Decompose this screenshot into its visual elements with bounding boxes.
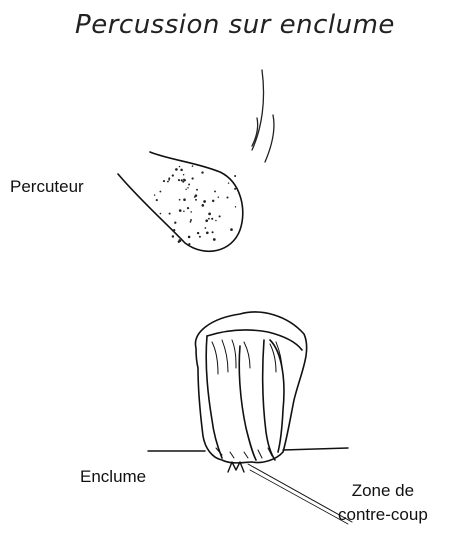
- anvil-label: Enclume: [80, 467, 146, 487]
- stipple-dot: [185, 189, 186, 190]
- stipple-dot: [179, 199, 181, 201]
- stipple-dot: [212, 231, 214, 233]
- stipple-dot: [156, 199, 158, 201]
- stipple-dot: [172, 235, 174, 237]
- stipple-dot: [187, 207, 189, 209]
- counterblow-leader-line-2: [250, 470, 348, 524]
- anvil-top-edge: [207, 330, 302, 350]
- stipple-dot: [235, 206, 236, 207]
- stipple-dot: [211, 218, 213, 220]
- anvil-ridge-1: [239, 346, 256, 460]
- stipple-dot: [163, 180, 165, 182]
- stipple-dot: [173, 229, 175, 231]
- stipple-dot: [212, 200, 214, 202]
- stipple-dot: [192, 165, 194, 167]
- stipple-dot: [190, 211, 192, 213]
- stipple-dot: [172, 174, 174, 176]
- stipple-dot: [195, 199, 197, 201]
- stipple-dot: [159, 191, 161, 193]
- stipple-dot: [175, 168, 178, 171]
- stipple-dot: [205, 227, 207, 229]
- stipple-dot: [214, 190, 216, 192]
- stipple-dot: [160, 213, 162, 215]
- stipple-dot: [195, 194, 198, 197]
- anvil-stone: [195, 312, 306, 463]
- stipple-dot: [167, 181, 169, 183]
- counterblow-zone-label-line2: contre-coup: [338, 503, 428, 527]
- anvil-flake-scar-left: [206, 336, 222, 458]
- motion-line-long: [252, 70, 264, 150]
- ground-line: [148, 448, 348, 451]
- anvil-base-detail: [216, 448, 272, 458]
- stipple-dot: [190, 219, 192, 221]
- stipple-dot: [218, 196, 220, 198]
- stipple-dot: [188, 184, 190, 186]
- stipple-dot: [208, 213, 211, 216]
- stipple-dot: [208, 218, 210, 220]
- stipple-dot: [183, 179, 185, 181]
- counterblow-marker: [228, 462, 352, 524]
- counterblow-zone-label-line1: Zone de: [338, 479, 428, 503]
- stipple-dot: [226, 196, 228, 198]
- stipple-dot: [191, 177, 193, 179]
- stipple-dot: [197, 232, 199, 234]
- stipple-dot: [183, 174, 184, 175]
- hammerstone: [118, 152, 243, 251]
- stipple-dot: [201, 171, 203, 173]
- stipple-dot: [215, 220, 217, 222]
- stipple-dot: [203, 200, 206, 203]
- stipple-dot: [230, 228, 233, 231]
- stipple-dot: [216, 170, 218, 172]
- stipple-dot: [234, 188, 236, 190]
- stipple-dot: [183, 198, 186, 201]
- stipple-dot: [154, 194, 155, 195]
- stipple-dot: [183, 211, 185, 213]
- stipple-dot: [228, 182, 229, 183]
- counterblow-zone-label: Zone de contre-coup: [338, 479, 428, 527]
- stipple-dot: [190, 221, 192, 223]
- anvil-ridge-2: [263, 340, 275, 460]
- stipple-dot: [188, 236, 191, 239]
- stipple-dot: [178, 239, 180, 241]
- motion-line-mid: [265, 115, 274, 162]
- stipple-dot: [179, 166, 180, 167]
- anvil-hatch: [212, 340, 282, 374]
- stipple-dot: [206, 231, 209, 234]
- stipple-dot: [188, 243, 190, 245]
- anvil-flake-scar-right: [270, 340, 284, 452]
- stipple-dot: [180, 169, 183, 172]
- stipple-dot: [169, 213, 171, 215]
- stipple-dot: [213, 238, 216, 241]
- stipple-dot: [196, 189, 198, 191]
- motion-lines: [252, 70, 274, 162]
- stipple-dot: [234, 175, 236, 177]
- hammerstone-texture: [154, 165, 236, 245]
- stipple-dot: [178, 179, 180, 181]
- stipple-dot: [174, 222, 176, 224]
- stipple-dot: [187, 187, 188, 188]
- stipple-dot: [199, 236, 201, 238]
- counterblow-leader-line: [248, 464, 352, 522]
- stipple-dot: [168, 179, 170, 181]
- hammerstone-label: Percuteur: [10, 177, 84, 197]
- stipple-dot: [179, 209, 182, 212]
- stipple-dot: [182, 181, 184, 183]
- stipple-dot: [205, 219, 208, 222]
- hammerstone-outline: [118, 152, 243, 251]
- stipple-dot: [219, 215, 221, 217]
- stipple-dot: [202, 204, 204, 206]
